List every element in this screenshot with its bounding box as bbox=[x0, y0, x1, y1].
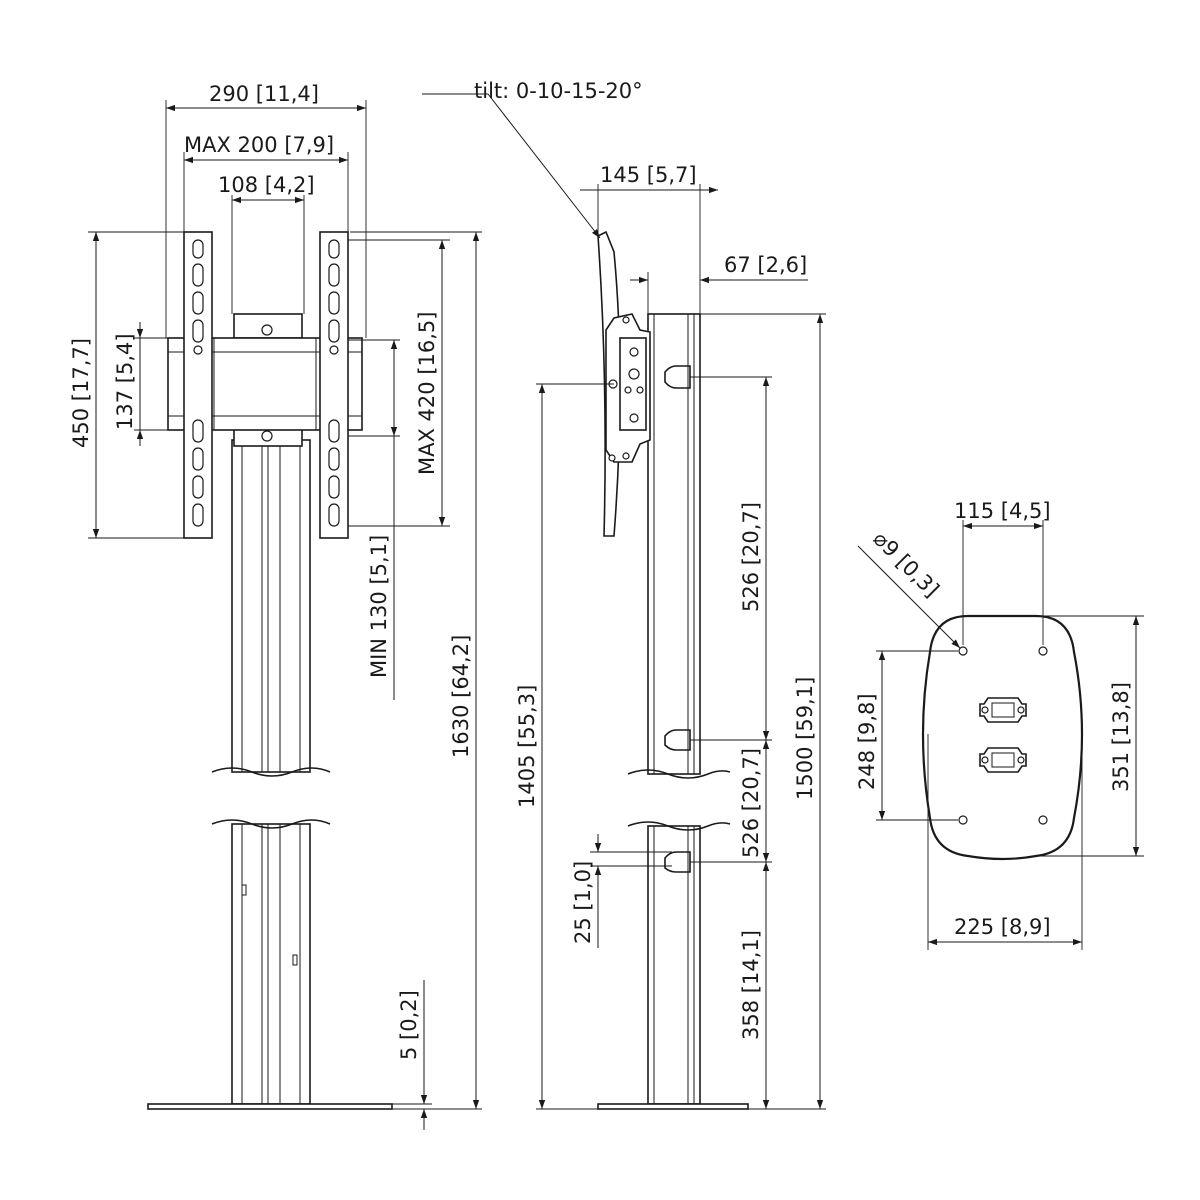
side-column-lower bbox=[647, 825, 701, 1105]
dim-351: 351 [13,8] bbox=[1109, 682, 1133, 792]
dim-1630: 1630 [64,2] bbox=[449, 635, 473, 758]
dim-115: 115 [4,5] bbox=[954, 499, 1051, 523]
tilt-label: tilt: 0-10-15-20° bbox=[474, 79, 643, 103]
dim-290: 290 [11,4] bbox=[209, 82, 319, 106]
dim-max-200: MAX 200 [7,9] bbox=[184, 133, 334, 157]
side-dimensions: tilt: 0-10-15-20° 145 [5,7] 67 [2,6] 140… bbox=[422, 79, 826, 1110]
base-hole-top-left bbox=[958, 646, 968, 656]
front-break-top bbox=[211, 767, 331, 777]
dim-108: 108 [4,2] bbox=[218, 173, 315, 197]
front-column-upper bbox=[231, 439, 311, 773]
front-right-rail bbox=[319, 231, 349, 539]
dim-diameter-9: ⌀9 [0,3] bbox=[868, 527, 943, 602]
dim-5: 5 [0,2] bbox=[397, 990, 421, 1060]
front-dimensions: 290 [11,4] MAX 200 [7,9] 108 [4,2] 450 [… bbox=[69, 82, 482, 1130]
base-hole-bottom-left bbox=[958, 815, 968, 825]
dim-min-130: MIN 130 [5,1] bbox=[367, 535, 391, 678]
base-plate-outline bbox=[921, 614, 1084, 861]
dim-1500: 1500 [59,1] bbox=[793, 677, 817, 800]
side-break-top bbox=[627, 769, 731, 779]
base-hole-bottom-right bbox=[1038, 815, 1048, 825]
front-base-plate bbox=[147, 1103, 393, 1110]
dim-450: 450 [17,7] bbox=[69, 338, 93, 448]
dim-67: 67 [2,6] bbox=[724, 253, 807, 277]
dim-358: 358 [14,1] bbox=[739, 930, 763, 1040]
front-column-lower bbox=[231, 823, 311, 1105]
front-left-rail bbox=[183, 231, 213, 539]
base-plate-view bbox=[921, 614, 1084, 861]
side-tilt-bracket bbox=[597, 230, 651, 537]
dim-137: 137 [5,4] bbox=[113, 333, 137, 430]
base-column-mount-lower bbox=[979, 747, 1027, 773]
dim-225: 225 [8,9] bbox=[954, 915, 1051, 939]
base-column-mount-upper bbox=[979, 697, 1027, 723]
dim-526-lower: 526 [20,7] bbox=[739, 748, 763, 858]
side-view bbox=[597, 230, 749, 1110]
dim-248: 248 [9,8] bbox=[855, 693, 879, 790]
side-column-upper bbox=[647, 313, 701, 775]
side-base-plate bbox=[597, 1103, 749, 1110]
dim-max-420: MAX 420 [16,5] bbox=[415, 312, 439, 475]
base-hole-top-right bbox=[1038, 646, 1048, 656]
base-plate-dimensions: 115 [4,5] ⌀9 [0,3] 248 [9,8] 351 [13,8] … bbox=[855, 499, 1144, 950]
front-break-bottom bbox=[211, 819, 331, 829]
dim-526-upper: 526 [20,7] bbox=[739, 502, 763, 612]
dim-1405: 1405 [55,3] bbox=[515, 685, 539, 808]
dim-145: 145 [5,7] bbox=[600, 163, 697, 187]
dim-25: 25 [1,0] bbox=[571, 861, 595, 944]
front-view bbox=[147, 231, 393, 1110]
